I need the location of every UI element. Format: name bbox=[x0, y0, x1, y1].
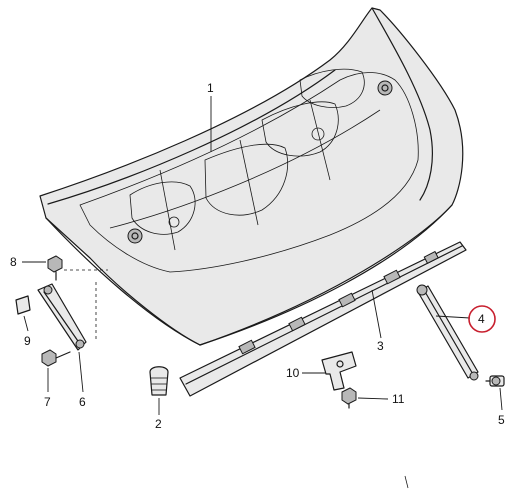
callout-11: 11 bbox=[392, 392, 405, 406]
hinge-bolt[interactable] bbox=[41, 349, 71, 367]
hinge[interactable] bbox=[37, 283, 87, 351]
callout-4-highlight-ring bbox=[468, 305, 496, 333]
striker-bolt[interactable] bbox=[341, 387, 357, 409]
callout-4: 4 bbox=[478, 312, 485, 326]
stray-mark bbox=[404, 475, 409, 489]
bump-stop[interactable] bbox=[149, 366, 169, 396]
ball-stud[interactable] bbox=[485, 375, 505, 387]
leader-lines bbox=[22, 96, 503, 415]
callout-7: 7 bbox=[44, 395, 51, 409]
upper-bolt[interactable] bbox=[47, 255, 63, 281]
latch-striker[interactable] bbox=[321, 351, 357, 391]
callout-10: 10 bbox=[286, 366, 300, 380]
callout-1: 1 bbox=[207, 81, 214, 95]
gas-strut[interactable] bbox=[416, 284, 479, 381]
trim-strip[interactable] bbox=[179, 241, 467, 397]
callout-labels: 1 2 3 4 5 6 7 8 9 10 11 bbox=[10, 81, 505, 431]
callout-8: 8 bbox=[10, 255, 17, 269]
callout-3: 3 bbox=[377, 339, 384, 353]
callout-6: 6 bbox=[79, 395, 86, 409]
callout-9: 9 bbox=[24, 334, 31, 348]
trunk-lid-panel[interactable] bbox=[39, 7, 464, 346]
clip[interactable] bbox=[15, 295, 31, 315]
callout-2: 2 bbox=[155, 417, 162, 431]
callout-5: 5 bbox=[498, 413, 505, 427]
